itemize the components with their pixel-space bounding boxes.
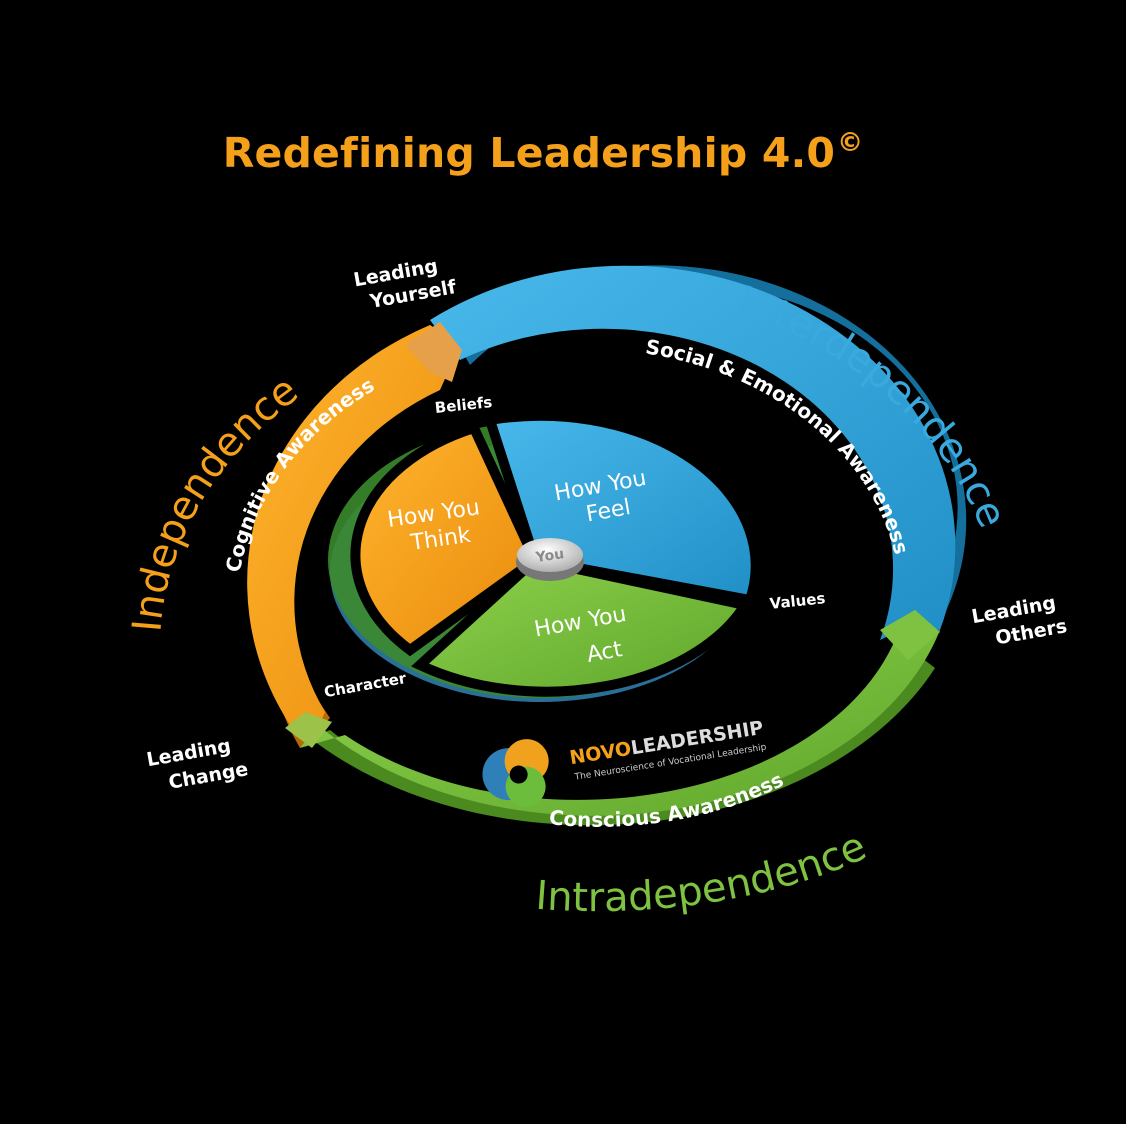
diagram-title: Redefining Leadership 4.0© — [0, 128, 1086, 177]
sector-act — [411, 554, 754, 697]
outer-ring — [247, 265, 967, 826]
title-text: Redefining Leadership 4.0 — [222, 129, 836, 177]
leading-others-label: Leading Others — [970, 591, 1069, 653]
beliefs-label: Beliefs — [434, 393, 493, 417]
green-ring-shadow — [310, 645, 935, 826]
you-button — [517, 538, 583, 572]
blue-ring-segment — [430, 265, 956, 640]
copyright-mark: © — [837, 128, 864, 158]
sector-think — [350, 421, 542, 657]
leading-change-label: Leading Change — [145, 733, 250, 797]
knot-logo-icon — [482, 739, 549, 807]
intradependence-label: Intradependence — [534, 823, 873, 921]
orange-ring-segment — [247, 325, 460, 742]
green-ring-segment — [300, 630, 940, 816]
values-label: Values — [769, 589, 826, 613]
leading-yourself-label: Leading Yourself — [352, 252, 459, 315]
character-label: Character — [323, 669, 408, 701]
arrow-tip-others-icon — [880, 610, 940, 660]
you-label: You — [534, 546, 565, 566]
arrow-tip-yourself-icon — [405, 322, 462, 382]
arrow-tip-change-icon — [285, 712, 332, 748]
inner-pie: How You Think How You Feel How You Act Y… — [328, 410, 761, 702]
